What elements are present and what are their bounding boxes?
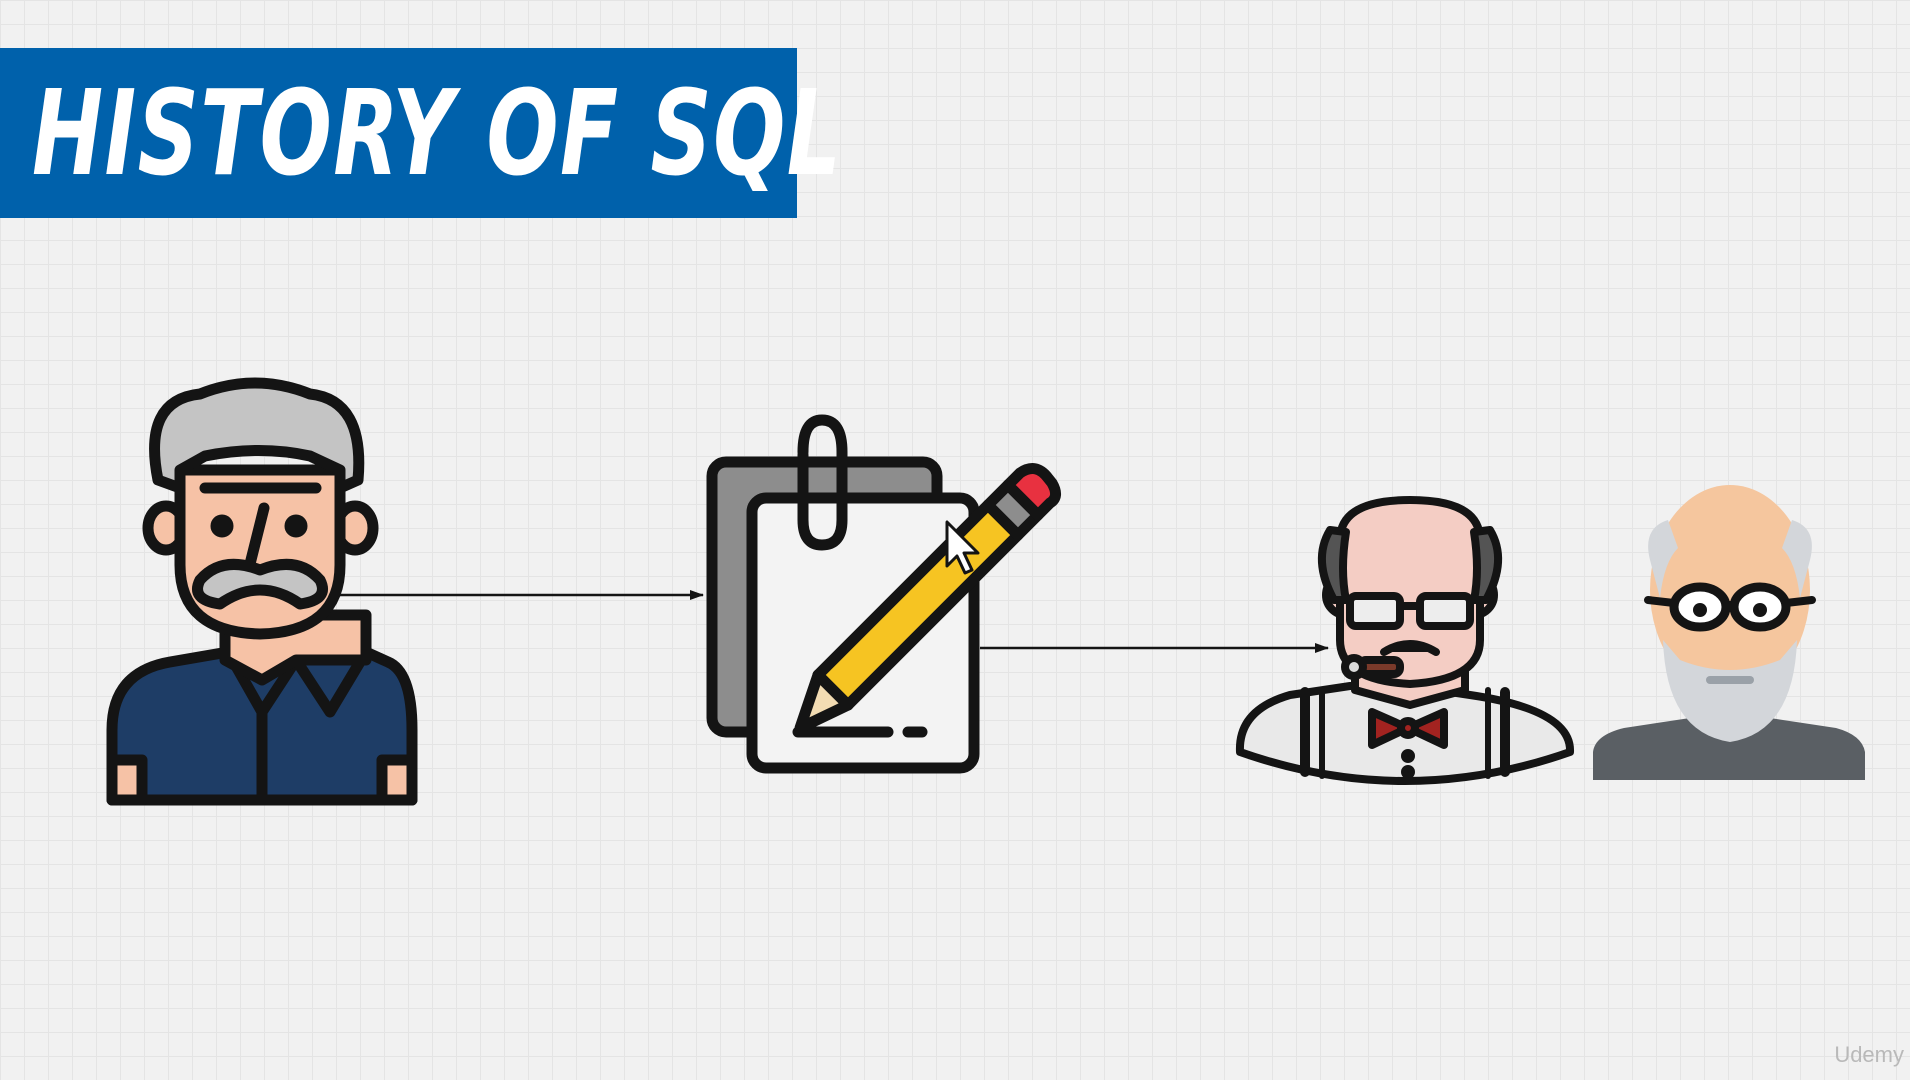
page-title: HISTORY OF SQL xyxy=(32,64,843,202)
mouse-cursor-icon xyxy=(945,520,980,575)
bald-man-bowtie-icon xyxy=(1235,496,1574,785)
old-man-mustache-icon xyxy=(106,377,418,806)
bearded-old-man-icon xyxy=(1593,485,1865,780)
title-banner: HISTORY OF SQL xyxy=(0,48,841,218)
udemy-watermark: Udemy xyxy=(1834,1042,1904,1067)
notepad-pencil-icon xyxy=(706,414,1061,774)
